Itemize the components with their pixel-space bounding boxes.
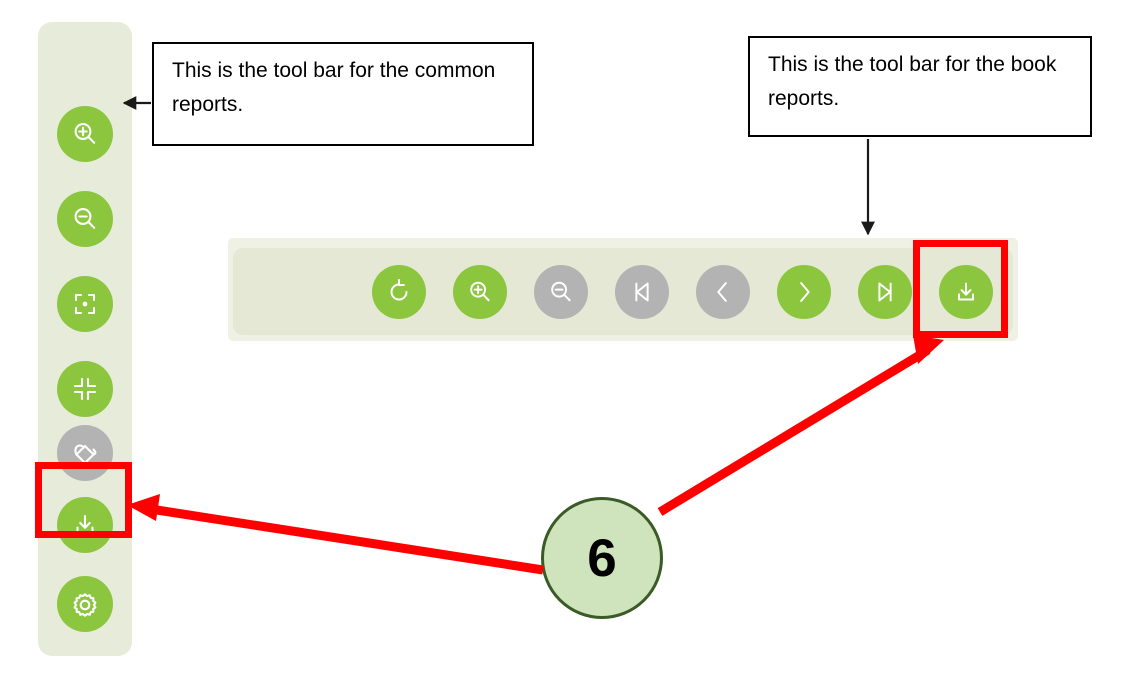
- step-number-badge: 6: [541, 497, 663, 619]
- sidebar-button-collapse[interactable]: [38, 349, 132, 429]
- toolbar-button-next-page[interactable]: [773, 261, 835, 323]
- download-icon: [57, 497, 113, 553]
- first-page-icon: [615, 264, 669, 319]
- toolbar-button-zoom-out[interactable]: [530, 261, 592, 323]
- toolbar-button-download[interactable]: [935, 261, 997, 323]
- book-reports-toolbar: [228, 238, 1018, 341]
- chevron-left-icon: [696, 264, 750, 319]
- common-reports-toolbar: [38, 22, 132, 656]
- callout-common-reports: This is the tool bar for the common repo…: [152, 42, 534, 146]
- highlight-box-toolbar-download: [913, 240, 1008, 338]
- sidebar-button-zoom-in[interactable]: [38, 94, 132, 174]
- sidebar-button-fit-to-screen[interactable]: [38, 264, 132, 344]
- sidebar-button-settings[interactable]: [38, 564, 132, 644]
- sidebar-button-download[interactable]: [38, 485, 132, 565]
- zoom-in-icon: [453, 264, 507, 319]
- toolbar-button-prev-page[interactable]: [692, 261, 754, 323]
- chevron-right-icon: [777, 264, 831, 319]
- zoom-in-icon: [57, 106, 113, 162]
- paint-bucket-icon: [57, 425, 113, 481]
- toolbar-button-last-page[interactable]: [854, 261, 916, 323]
- book-reports-toolbar-panel: [233, 248, 1013, 335]
- toolbar-button-first-page[interactable]: [611, 261, 673, 323]
- toolbar-button-refresh[interactable]: [368, 261, 430, 323]
- last-page-icon: [858, 264, 912, 319]
- refresh-icon: [372, 264, 426, 319]
- sidebar-button-zoom-out[interactable]: [38, 179, 132, 259]
- zoom-out-icon: [57, 191, 113, 247]
- toolbar-button-zoom-in[interactable]: [449, 261, 511, 323]
- download-icon: [939, 264, 993, 319]
- gear-icon: [57, 576, 113, 632]
- collapse-icon: [57, 361, 113, 417]
- fit-to-screen-icon: [57, 276, 113, 332]
- sidebar-button-fill-color[interactable]: [38, 413, 132, 493]
- zoom-out-icon: [534, 264, 588, 319]
- callout-book-reports: This is the tool bar for the book report…: [748, 36, 1092, 137]
